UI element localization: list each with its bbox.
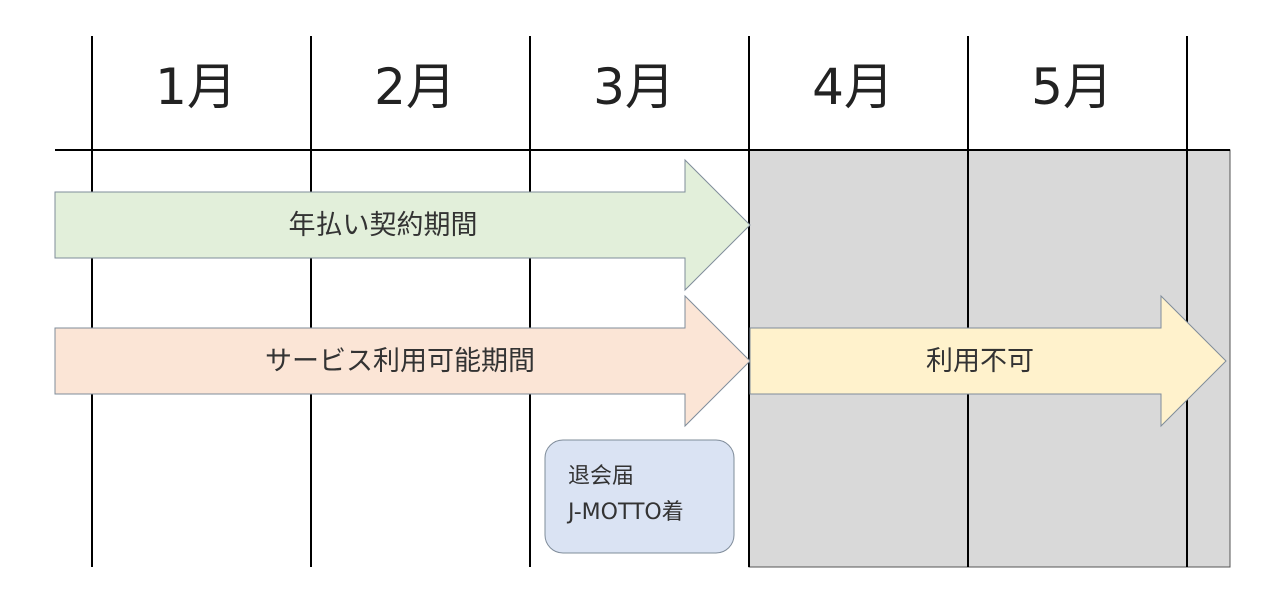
unavailable-arrow-shape <box>749 294 1227 428</box>
month-label-1: 1月 <box>155 58 237 116</box>
service-period-arrow: サービス利用可能期間 <box>54 294 751 428</box>
month-header: 1月 2月 3月 4月 5月 <box>155 58 1113 116</box>
month-label-4: 4月 <box>812 58 894 116</box>
month-label-2: 2月 <box>374 58 456 116</box>
contract-arrow-shape <box>54 158 751 292</box>
withdrawal-notice-shape <box>544 439 735 554</box>
withdrawal-notice-line2: J-MOTTO着 <box>566 500 684 525</box>
contract-period-arrow: 年払い契約期間 <box>54 158 751 292</box>
service-arrow-shape <box>54 294 751 428</box>
month-label-3: 3月 <box>593 58 675 116</box>
month-label-5: 5月 <box>1031 58 1113 116</box>
contract-arrow-label: 年払い契約期間 <box>289 210 478 241</box>
service-arrow-label: サービス利用可能期間 <box>265 346 535 377</box>
unavailable-arrow: 利用不可 <box>749 294 1227 428</box>
unavailable-arrow-label: 利用不可 <box>926 346 1034 377</box>
grid-lines <box>55 36 1230 567</box>
withdrawal-notice-box: 退会届 J-MOTTO着 <box>544 439 735 554</box>
withdrawal-notice-line1: 退会届 <box>568 464 634 489</box>
